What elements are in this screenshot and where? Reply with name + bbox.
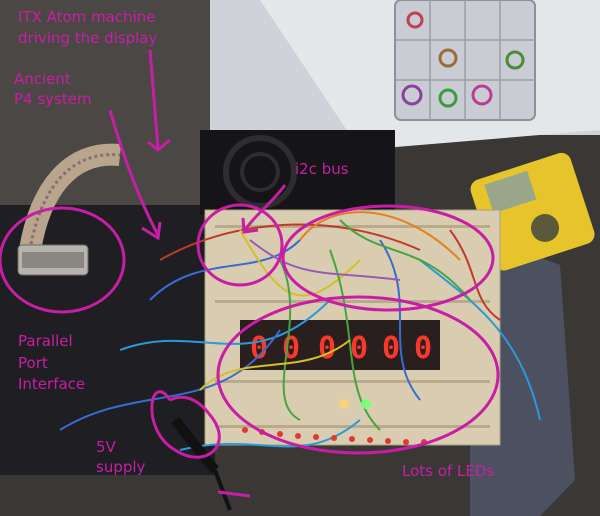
annotation-markings [0, 49, 500, 498]
display-digit: 0 [414, 331, 432, 366]
annotation-itx-line2: driving the display [18, 29, 158, 47]
annotation-supply-line1: 5V [96, 438, 116, 456]
display-digit: 0 [318, 331, 336, 366]
ribbon-cable [19, 143, 122, 252]
annotation-supply-line2: supply [96, 458, 146, 476]
display-digit: 0 [382, 331, 400, 366]
annotation-parallel-line1: Parallel [18, 332, 73, 350]
fan-grille [200, 130, 395, 215]
annotation-parallel-line2: Port [18, 354, 48, 372]
seven-segment-display: 0 0 0 0 0 0 [240, 320, 440, 370]
annotation-itx-line1: ITX Atom machine [18, 8, 156, 26]
multimeter [470, 152, 595, 271]
parallel-connector [17, 244, 89, 276]
annotation-i2c: i2c bus [295, 160, 349, 178]
component-tray [394, 0, 536, 121]
annotation-p4-line1: Ancient [14, 70, 71, 88]
annotation-parallel-line3: Interface [18, 375, 86, 393]
display-digit: 0 [350, 331, 368, 366]
power-probe [171, 416, 232, 511]
jumper-wires [59, 211, 541, 451]
annotation-leds: Lots of LEDs [402, 462, 495, 480]
annotation-p4-line2: P4 system [14, 90, 92, 108]
